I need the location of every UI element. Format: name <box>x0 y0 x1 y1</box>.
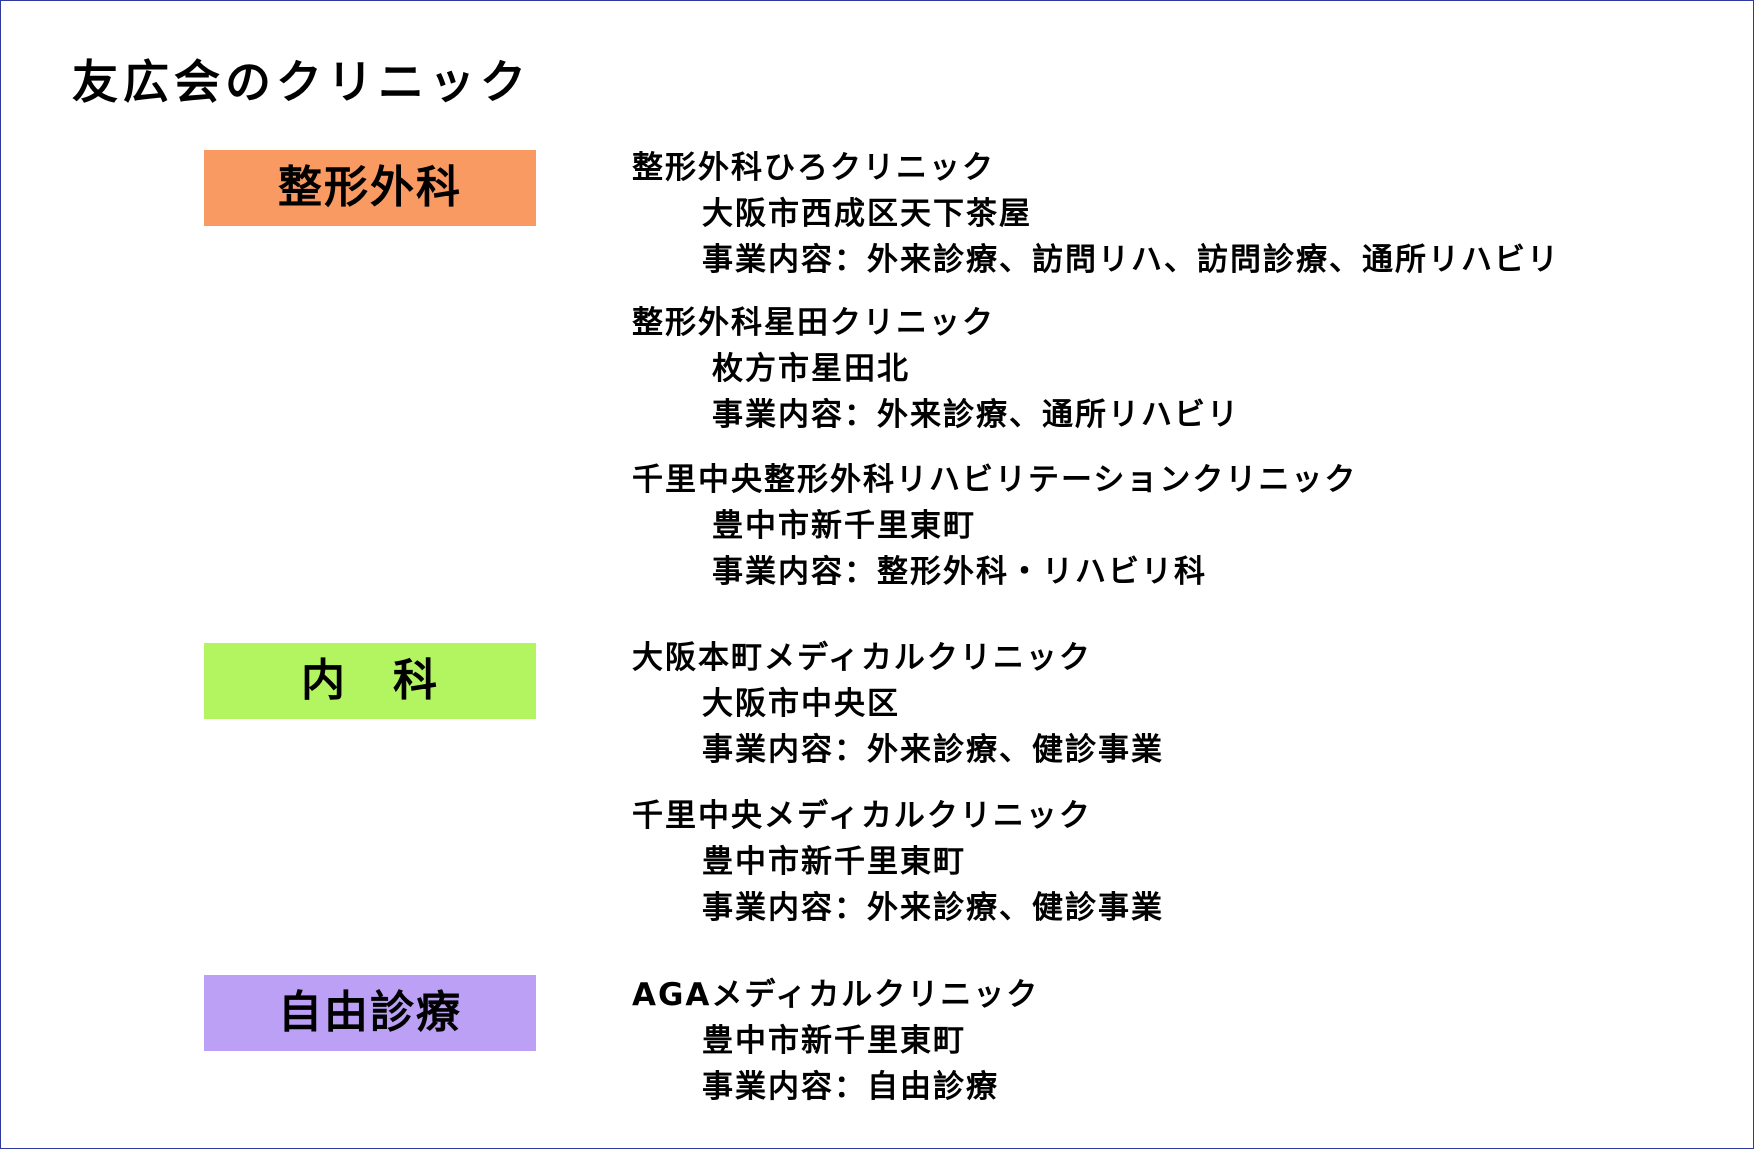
clinic-services: 事業内容：外来診療、訪問リハ、訪問診療、通所リハビリ <box>702 242 1560 278</box>
clinic-name: 千里中央整形外科リハビリテーションクリニック <box>632 462 1358 498</box>
clinic-address: 大阪市西成区天下茶屋 <box>702 196 1032 232</box>
clinic-services: 事業内容：自由診療 <box>702 1069 999 1105</box>
clinic-address: 豊中市新千里東町 <box>702 1023 966 1059</box>
clinic-address: 豊中市新千里東町 <box>702 844 966 880</box>
clinic-entry: 整形外科星田クリニック 枚方市星田北 事業内容：外来診療、通所リハビリ <box>632 300 1240 438</box>
clinic-services: 事業内容：外来診療、健診事業 <box>702 732 1164 768</box>
department-label-internal-medicine: 内 科 <box>204 643 536 719</box>
clinic-entry: 整形外科ひろクリニック 大阪市西成区天下茶屋 事業内容：外来診療、訪問リハ、訪問… <box>632 145 1560 283</box>
clinic-entry: AGAメディカルクリニック 豊中市新千里東町 事業内容：自由診療 <box>632 972 1039 1110</box>
clinic-address: 豊中市新千里東町 <box>712 508 976 544</box>
clinic-address: 枚方市星田北 <box>712 351 910 387</box>
clinic-name: 整形外科星田クリニック <box>632 305 995 341</box>
clinic-entry: 千里中央整形外科リハビリテーションクリニック 豊中市新千里東町 事業内容：整形外… <box>632 457 1357 595</box>
page-title: 友広会のクリニック <box>72 55 531 109</box>
clinic-name: AGAメディカルクリニック <box>632 977 1040 1013</box>
department-label-free-medical-care: 自由診療 <box>204 975 536 1051</box>
clinic-name: 千里中央メディカルクリニック <box>632 798 1092 834</box>
clinic-services: 事業内容：外来診療、通所リハビリ <box>712 397 1240 433</box>
clinic-services: 事業内容：整形外科・リハビリ科 <box>712 554 1207 590</box>
department-label-orthopedics: 整形外科 <box>204 150 536 226</box>
clinic-entry: 大阪本町メディカルクリニック 大阪市中央区 事業内容：外来診療、健診事業 <box>632 635 1164 773</box>
clinic-name: 整形外科ひろクリニック <box>632 150 995 186</box>
clinic-address: 大阪市中央区 <box>702 686 900 722</box>
clinic-services: 事業内容：外来診療、健診事業 <box>702 890 1164 926</box>
clinic-entry: 千里中央メディカルクリニック 豊中市新千里東町 事業内容：外来診療、健診事業 <box>632 793 1164 931</box>
clinic-name: 大阪本町メディカルクリニック <box>632 640 1092 676</box>
